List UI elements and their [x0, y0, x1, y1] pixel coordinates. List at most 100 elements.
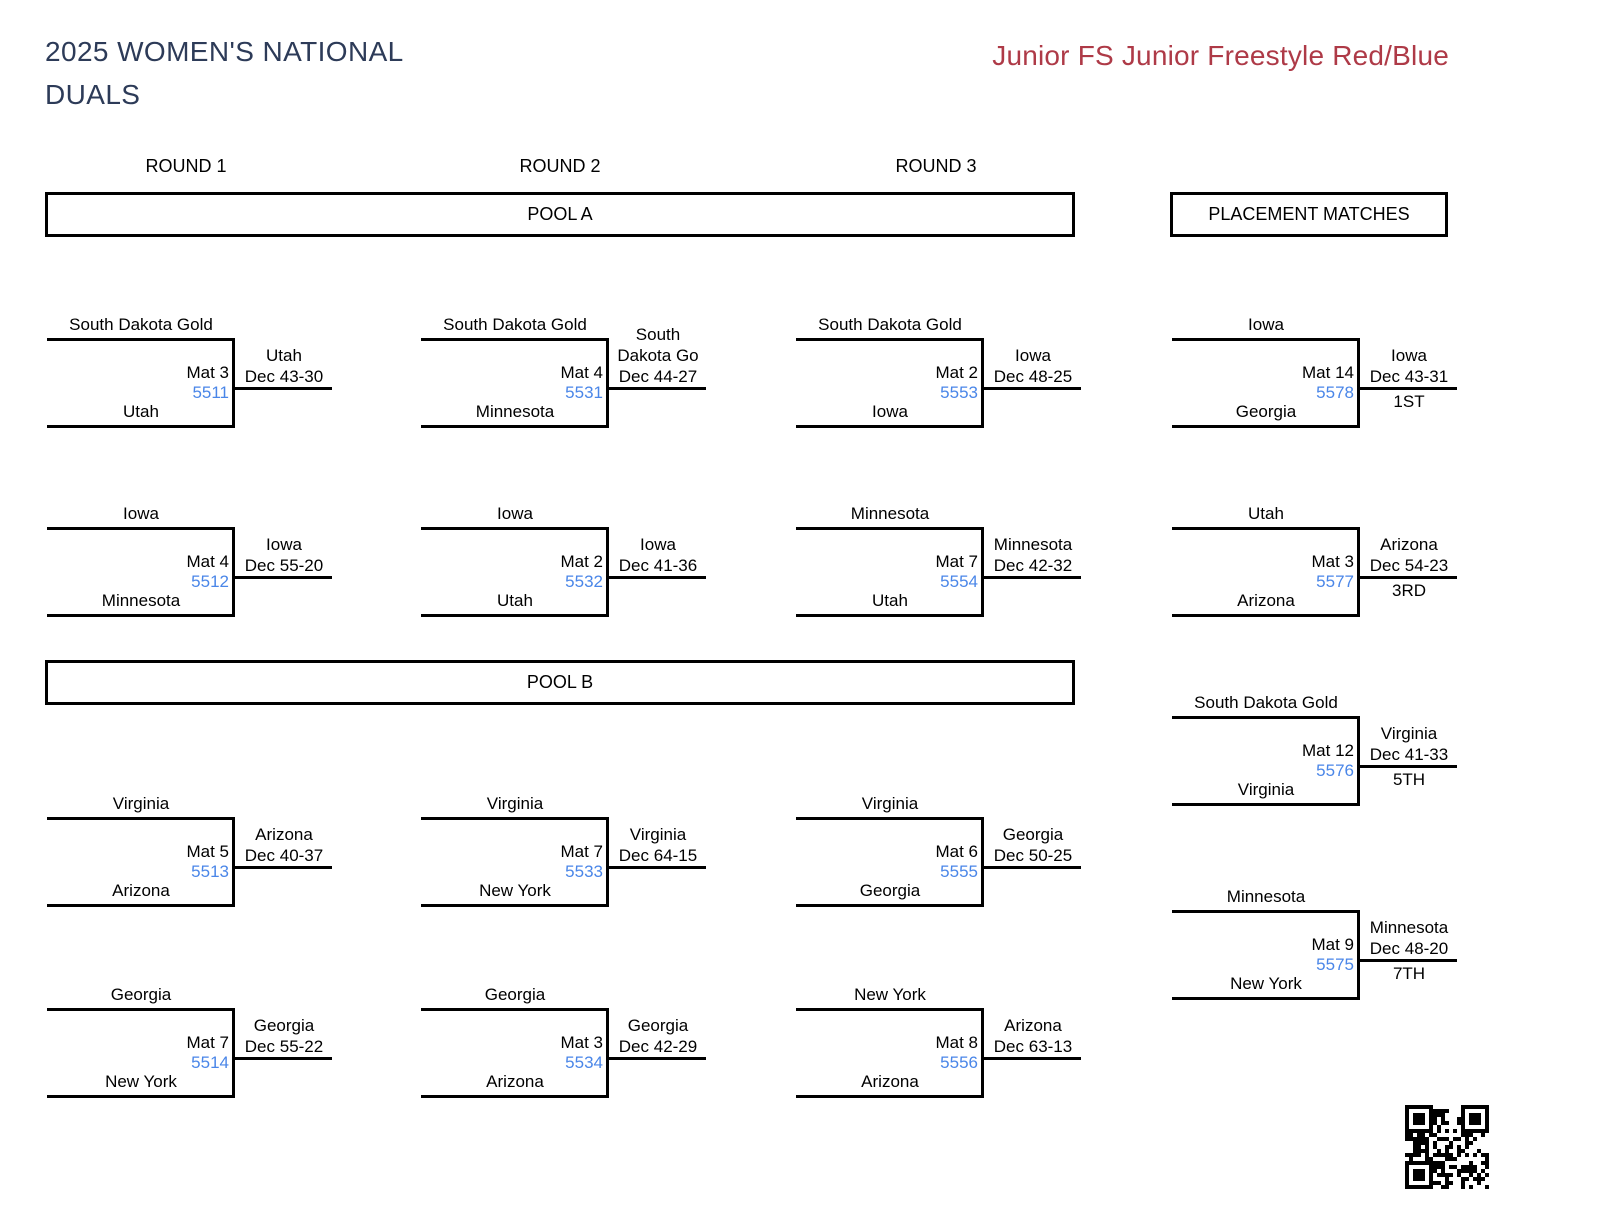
bracket-top-line [1172, 910, 1360, 913]
winner-result-label: Dec 40-37 [244, 846, 324, 865]
winner-block: Arizona Dec 54-23 [1361, 534, 1457, 576]
bracket-winner-line [1360, 576, 1457, 579]
bracket-connector-line [606, 1008, 609, 1098]
placement-rank-label: 5TH [1392, 770, 1426, 789]
top-team-label: South Dakota Gold [443, 315, 587, 334]
top-team-label: Iowa [1248, 315, 1284, 334]
top-team-label: Minnesota [850, 504, 930, 523]
bracket-bottom-line [796, 904, 984, 907]
match-5576-fifth-place: South Dakota Gold Virginia Mat 12 5576 V… [1172, 688, 1457, 813]
bottom-team-label: Utah [872, 591, 908, 610]
bracket-connector-line [232, 817, 235, 907]
bracket-winner-line [984, 866, 1081, 869]
winner-result-label: Dec 43-31 [1369, 367, 1449, 386]
bracket-bottom-line [421, 614, 609, 617]
winner-team-label: Georgia [627, 1016, 689, 1035]
bottom-team-label: Minnesota [475, 402, 555, 421]
bout-number: 5553 [940, 383, 978, 402]
bottom-team-label: Virginia [1237, 780, 1295, 799]
winner-result-label: Dec 55-20 [244, 556, 324, 575]
match-5513: Virginia Arizona Mat 5 5513 Arizona Dec … [47, 789, 332, 914]
bottom-team-label: Georgia [1235, 402, 1297, 421]
mat-label: Mat 4 [560, 363, 603, 382]
bottom-team-label: Utah [497, 591, 533, 610]
bracket-bottom-line [796, 614, 984, 617]
bracket-winner-line [1360, 387, 1457, 390]
bout-number: 5554 [940, 572, 978, 591]
bracket-connector-line [606, 817, 609, 907]
bracket-top-line [47, 527, 235, 530]
page-title: 2025 WOMEN'S NATIONAL DUALS [45, 30, 404, 116]
bracket-top-line [1172, 338, 1360, 341]
winner-result-label: Dec 48-20 [1369, 939, 1449, 958]
winner-block: Georgia Dec 50-25 [985, 824, 1081, 866]
bout-number: 5533 [565, 862, 603, 881]
top-team-label: South Dakota Gold [69, 315, 213, 334]
bracket-top-line [47, 338, 235, 341]
bout-number: 5531 [565, 383, 603, 402]
bracket-top-line [796, 338, 984, 341]
page-title-line1: 2025 WOMEN'S NATIONAL [45, 36, 404, 67]
top-team-label: Georgia [110, 985, 172, 1004]
match-5554: Minnesota Utah Mat 7 5554 Minnesota Dec … [796, 499, 1081, 624]
top-team-label: South Dakota Gold [818, 315, 962, 334]
bracket-top-line [1172, 716, 1360, 719]
match-5531: South Dakota Gold Minnesota Mat 4 5531 S… [421, 310, 706, 435]
bracket-bottom-line [47, 1095, 235, 1098]
bout-number: 5514 [191, 1053, 229, 1072]
winner-result-label: Dec 54-23 [1369, 556, 1449, 575]
bout-number: 5511 [192, 383, 229, 402]
mat-label: Mat 5 [186, 842, 229, 861]
placement-rank-label: 1ST [1393, 392, 1425, 411]
round-2-header: ROUND 2 [519, 156, 601, 176]
bracket-connector-line [981, 1008, 984, 1098]
bracket-winner-line [235, 1057, 332, 1060]
bout-number: 5556 [940, 1053, 978, 1072]
winner-team-label: Minnesota [993, 535, 1073, 554]
mat-label: Mat 3 [1311, 552, 1354, 571]
top-team-label: Iowa [497, 504, 533, 523]
bout-number: 5555 [940, 862, 978, 881]
page-title-line2: DUALS [45, 79, 141, 110]
bracket-bottom-line [796, 425, 984, 428]
bracket-connector-line [606, 338, 609, 428]
winner-team-label: Arizona [255, 825, 313, 844]
bracket-winner-line [235, 576, 332, 579]
placement-matches-banner: PLACEMENT MATCHES [1170, 192, 1448, 237]
mat-label: Mat 6 [935, 842, 978, 861]
mat-label: Mat 3 [186, 363, 229, 382]
winner-result-label: Dec 41-33 [1369, 745, 1449, 764]
bracket-winner-line [984, 576, 1081, 579]
bout-number: 5532 [565, 572, 603, 591]
bracket-bottom-line [47, 425, 235, 428]
bottom-team-label: New York [1230, 974, 1302, 993]
top-team-label: Virginia [861, 794, 919, 813]
winner-result-label: Dec 41-36 [618, 556, 698, 575]
winner-block: Arizona Dec 40-37 [236, 824, 332, 866]
bracket-bottom-line [47, 614, 235, 617]
bout-number: 5512 [191, 572, 229, 591]
bracket-top-line [421, 1008, 609, 1011]
bracket-winner-line [984, 1057, 1081, 1060]
bracket-winner-line [609, 387, 706, 390]
winner-team-label: Iowa [1015, 346, 1051, 365]
bottom-team-label: Georgia [859, 881, 921, 900]
pool-b-banner: POOL B [45, 660, 1075, 705]
winner-result-label: Dec 48-25 [993, 367, 1073, 386]
bracket-connector-line [232, 1008, 235, 1098]
top-team-label: Georgia [484, 985, 546, 1004]
winner-team-label: Arizona [1004, 1016, 1062, 1035]
bracket-connector-line [606, 527, 609, 617]
bracket-connector-line [232, 338, 235, 428]
bracket-winner-line [984, 387, 1081, 390]
bout-number: 5534 [565, 1053, 603, 1072]
top-team-label: Iowa [123, 504, 159, 523]
mat-label: Mat 7 [560, 842, 603, 861]
winner-block: Iowa Dec 41-36 [610, 534, 706, 576]
round-3-header: ROUND 3 [895, 156, 977, 176]
winner-result-label: Dec 44-27 [618, 367, 698, 386]
bracket-bottom-line [421, 1095, 609, 1098]
winner-result-label: Dec 63-13 [993, 1037, 1073, 1056]
bracket-top-line [1172, 527, 1360, 530]
bottom-team-label: Arizona [861, 1072, 919, 1091]
